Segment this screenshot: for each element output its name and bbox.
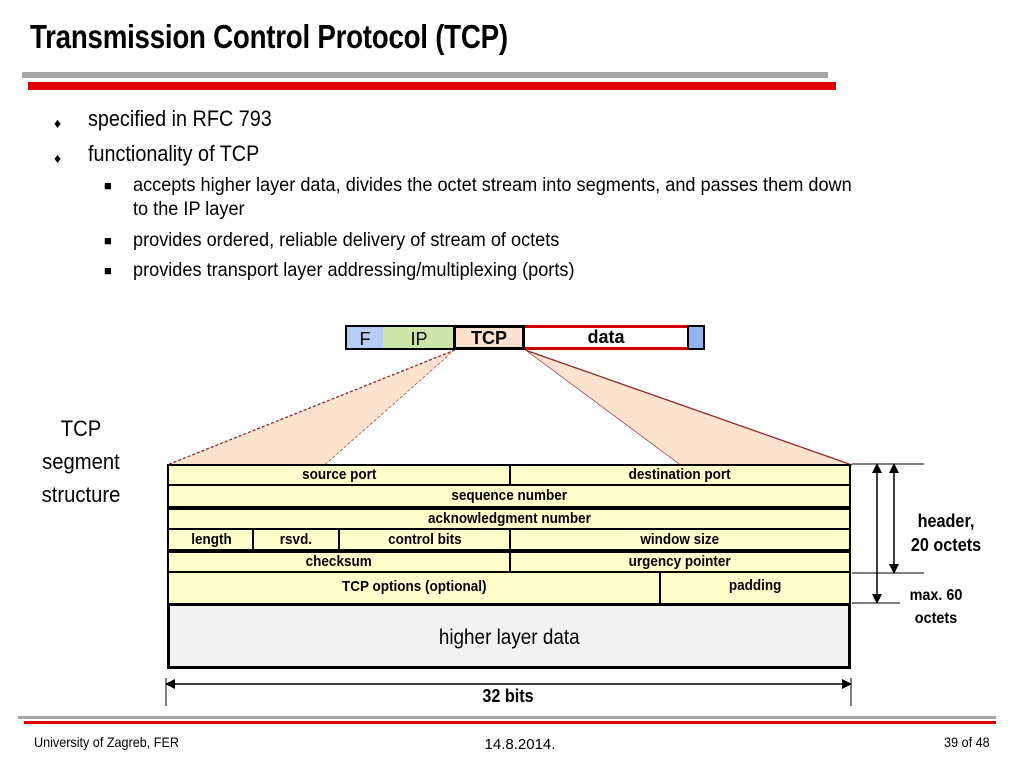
- bullet-functionality: functionality of TCP: [88, 141, 260, 166]
- field-window-size: window size: [640, 531, 720, 548]
- subbullet-segments: accepts higher layer data, divides the o…: [133, 173, 852, 221]
- field-checksum: checksum: [305, 553, 373, 570]
- bullet-diamond-icon: ♦: [54, 150, 62, 166]
- field-tcp-options: TCP options (optional): [341, 578, 487, 595]
- strip-f-label: F: [359, 329, 371, 349]
- bullet-rfc: specified in RFC 793: [88, 106, 272, 131]
- footer-institution: University of Zagreb, FER: [34, 734, 179, 750]
- header-size-label: header, 20 octets: [903, 509, 989, 557]
- footer-line-gray: [18, 716, 996, 719]
- strip-frame-header: F: [345, 325, 383, 350]
- subbullet-square-icon: ■: [104, 233, 112, 248]
- strip-data-label: data: [587, 327, 625, 347]
- row-ack: acknowledgment number: [167, 508, 851, 530]
- subbullet-square-icon: ■: [104, 263, 112, 278]
- strip-ip-header: IP: [383, 325, 455, 350]
- field-control-bits: control bits: [388, 531, 462, 548]
- footer-date: 14.8.2014.: [484, 736, 556, 753]
- field-rsvd: rsvd.: [279, 531, 313, 548]
- row-sequence: sequence number: [167, 486, 851, 508]
- segment-structure-label: TCP segment structure: [27, 412, 136, 511]
- header-label-line1: header,: [917, 511, 975, 531]
- field-ack-number: acknowledgment number: [427, 510, 591, 527]
- subbullet-ordered: provides ordered, reliable delivery of s…: [133, 229, 560, 251]
- row-checksum: checksum urgency pointer: [167, 551, 851, 573]
- max-size-label: max. 60 octets: [900, 584, 972, 630]
- field-sequence-number: sequence number: [451, 487, 567, 504]
- footer-line-red: [24, 721, 996, 724]
- subbullet-square-icon: ■: [104, 178, 112, 193]
- row-control: length rsvd. control bits window size: [167, 530, 851, 551]
- strip-tcp-label: TCP: [471, 328, 507, 348]
- bullet-diamond-icon: ♦: [54, 115, 62, 131]
- strip-ip-label: IP: [410, 329, 428, 349]
- strip-frame-trailer: [687, 325, 705, 350]
- field-higher-layer-data: higher layer data: [438, 626, 580, 649]
- title-underline-gray: [22, 72, 828, 78]
- subbullet-ports: provides transport layer addressing/mult…: [133, 259, 575, 281]
- title-underline-red: [28, 82, 836, 90]
- side-label-line3: structure: [41, 482, 121, 507]
- subbullet-segments-line1: accepts higher layer data, divides the o…: [133, 174, 852, 196]
- width-label: 32 bits: [482, 686, 534, 706]
- field-padding: padding: [728, 577, 782, 594]
- header-label-line2: 20 octets: [910, 535, 982, 555]
- max-label-line2: octets: [914, 610, 958, 627]
- max-label-line1: max. 60: [909, 587, 963, 604]
- footer-page-number: 39 of 48: [944, 734, 990, 750]
- strip-tcp-header: TCP: [453, 325, 525, 350]
- slide-title: Transmission Control Protocol (TCP): [30, 18, 508, 55]
- field-source-port: source port: [302, 466, 377, 483]
- subbullet-segments-line2: to the IP layer: [133, 198, 245, 220]
- field-urgency-pointer: urgency pointer: [628, 553, 732, 570]
- field-length: length: [190, 531, 232, 548]
- side-label-line1: TCP: [60, 416, 102, 441]
- strip-data: data: [525, 325, 687, 350]
- row-higher-layer-data: higher layer data: [167, 603, 851, 669]
- row-ports: source port destination port: [167, 464, 851, 486]
- field-destination-port: destination port: [628, 466, 731, 483]
- side-label-line2: segment: [42, 449, 120, 474]
